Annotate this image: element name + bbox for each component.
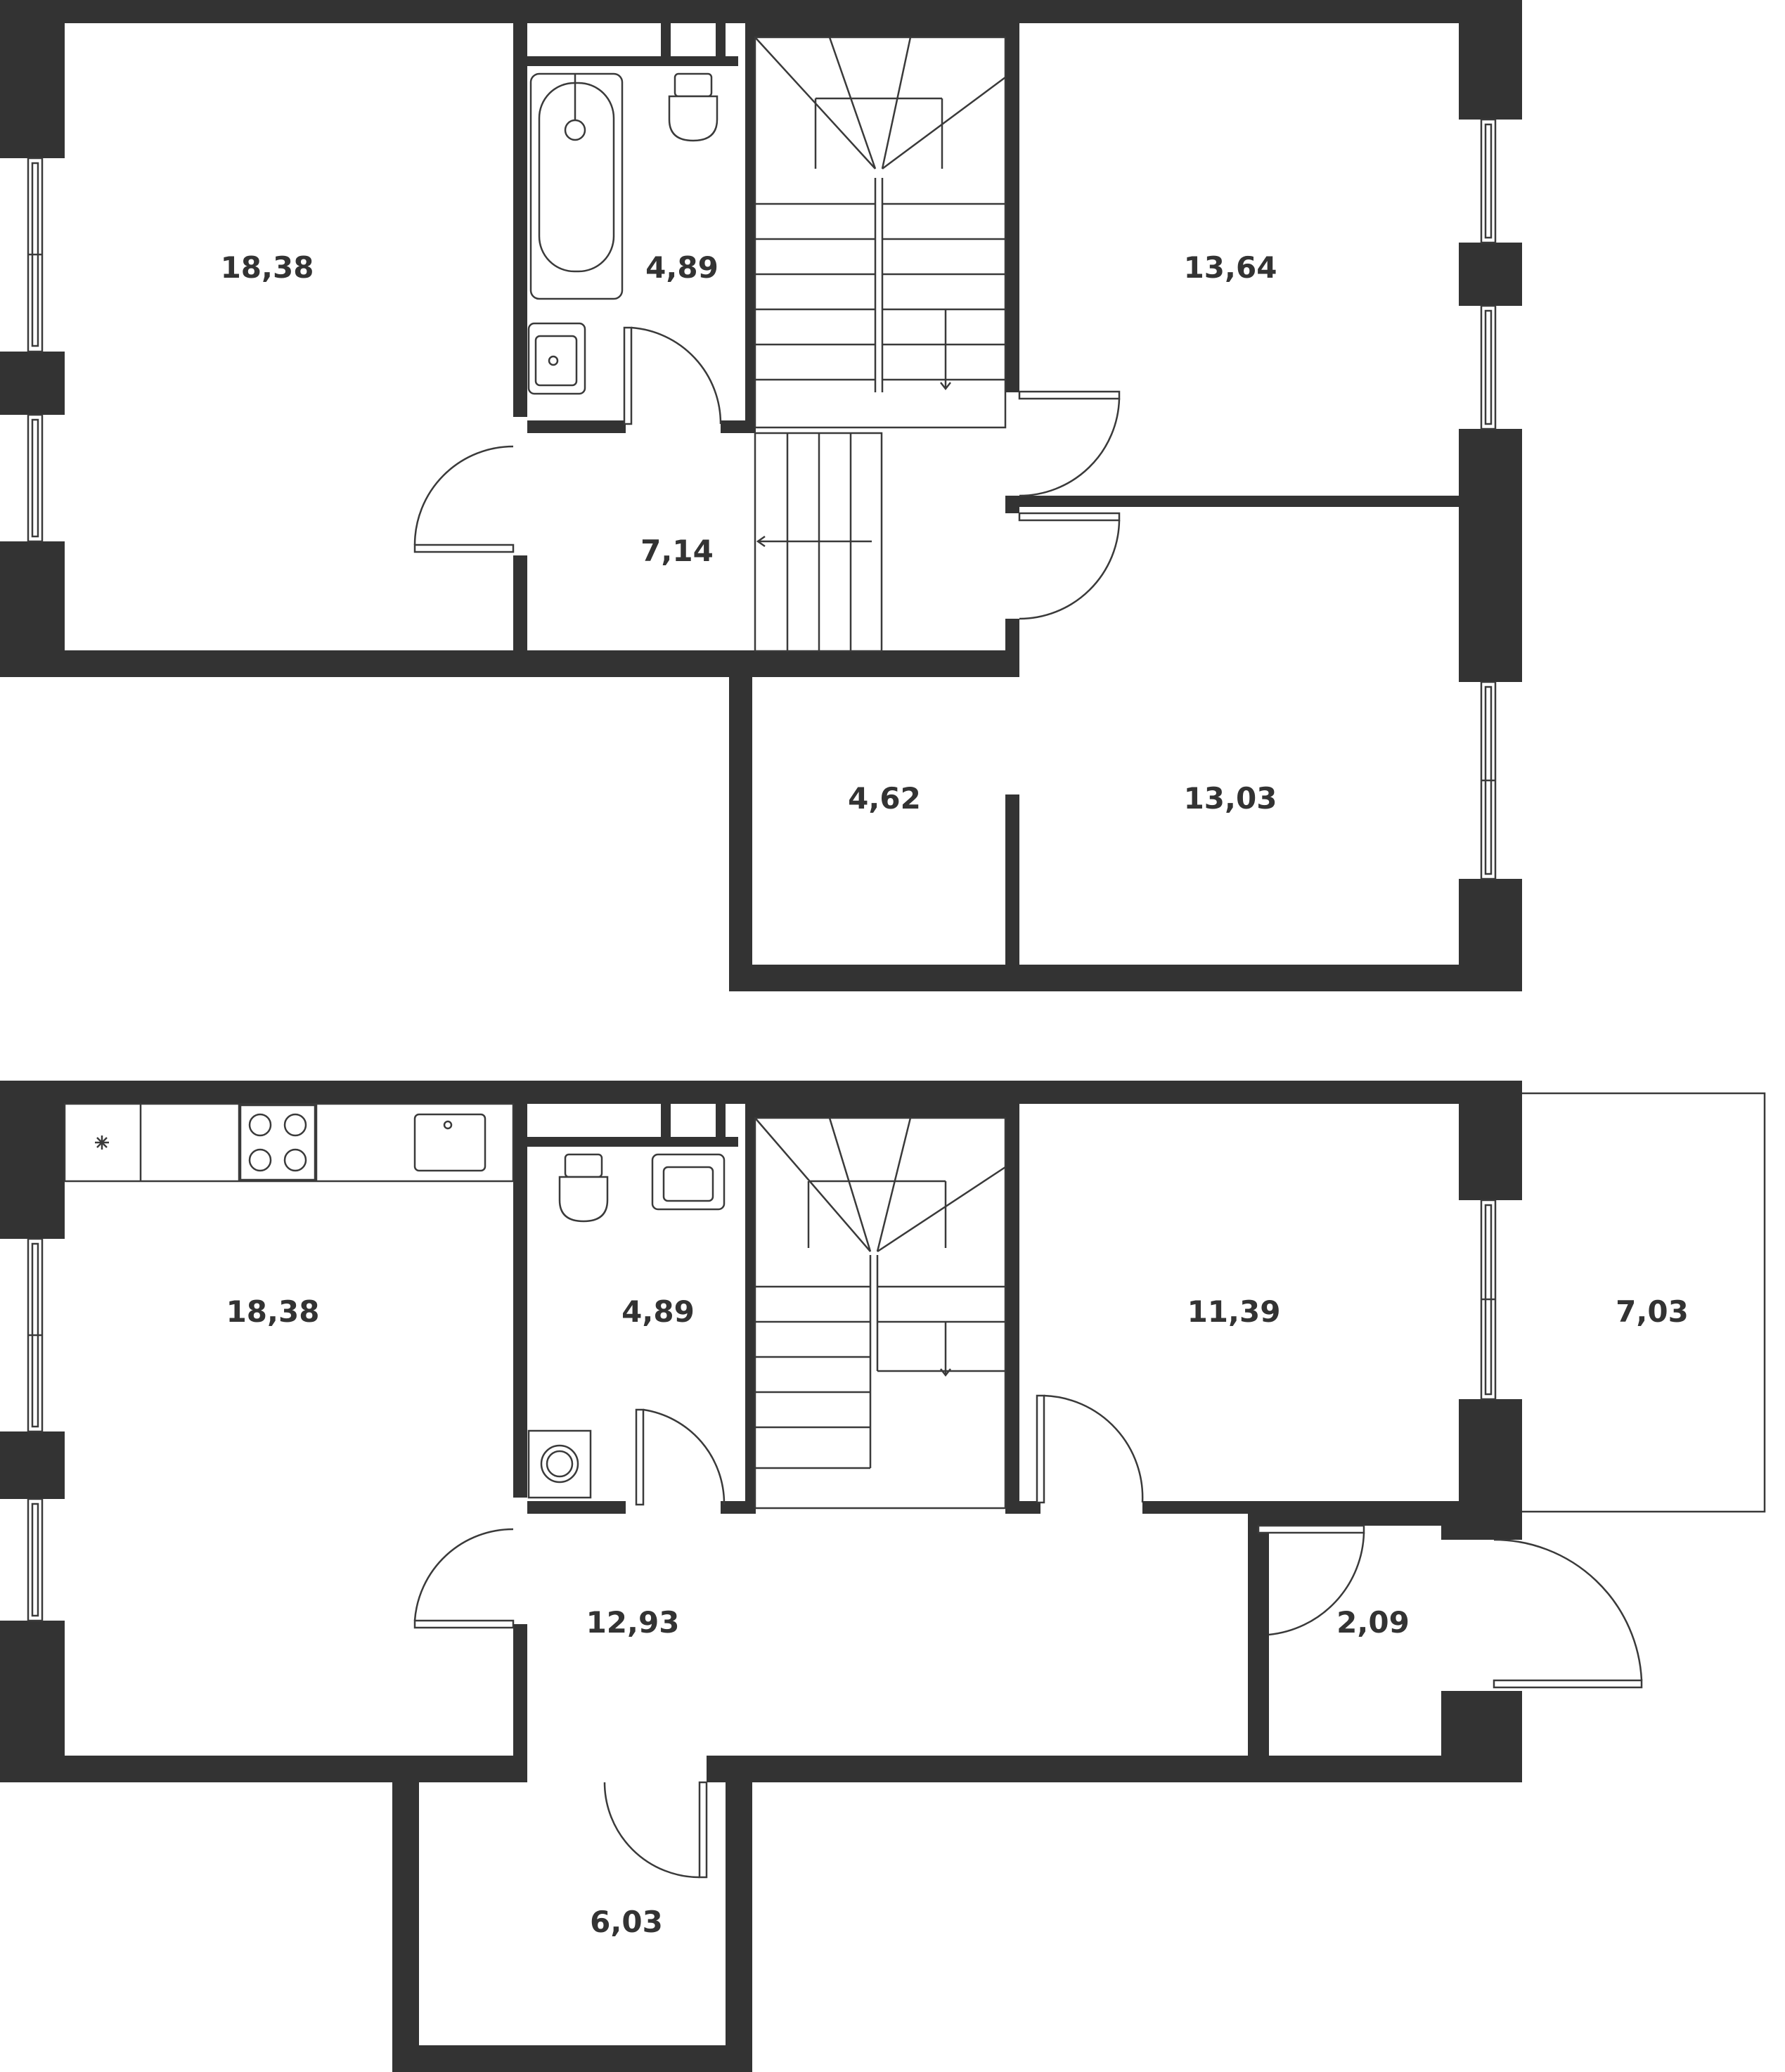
bathtub-icon: [529, 72, 624, 300]
sink-icon: [651, 1153, 726, 1211]
room-area-label: 13,03: [1184, 781, 1277, 816]
room-area-label: 11,39: [1187, 1294, 1281, 1329]
window-icon: [27, 1498, 44, 1622]
terrace-outline: [1522, 1092, 1766, 1513]
window-icon: [27, 413, 44, 543]
room-area-label: 7,03: [1616, 1294, 1689, 1329]
toilet-icon: [668, 72, 718, 142]
kitchen-counter: [63, 1102, 515, 1183]
toilet-icon: [558, 1153, 609, 1223]
stair-icon: [754, 1117, 1007, 1510]
room-area-label: 2,09: [1336, 1605, 1410, 1640]
door-swing-icon: [1018, 512, 1121, 620]
room-area-label: 13,64: [1184, 250, 1277, 285]
upper-walls: [0, 0, 1522, 991]
sink-icon: [413, 1113, 486, 1172]
door-swing-icon: [1018, 390, 1121, 497]
room-area-label: 18,38: [221, 250, 314, 285]
window-icon: [27, 1237, 44, 1433]
window-icon: [27, 157, 44, 353]
door-swing-icon: [1257, 1524, 1365, 1636]
window-icon: [1480, 681, 1497, 880]
stair-icon: [754, 36, 1007, 652]
sink-icon: [527, 322, 586, 395]
lower-floor: 18,38 4,89 11,39 7,03 12,93 2,09 6,03: [0, 1081, 1766, 2072]
window-icon: [1480, 304, 1497, 430]
room-area-label: 7,14: [640, 534, 714, 568]
door-swing-icon: [1493, 1538, 1643, 1689]
room-area-label: 4,62: [848, 781, 921, 816]
room-area-label: 4,89: [621, 1294, 695, 1329]
washing-machine-icon: [527, 1429, 592, 1499]
door-swing-icon: [1036, 1394, 1144, 1504]
upper-windows: [27, 118, 1497, 880]
upper-floor: 18,38 4,89 13,64 7,14 4,62 13,03: [0, 0, 1522, 991]
stove-icon: [239, 1104, 316, 1181]
room-area-label: 6,03: [590, 1905, 663, 1939]
door-swing-icon: [603, 1781, 708, 1879]
door-swing-icon: [635, 1408, 726, 1506]
lower-windows: [27, 1199, 1497, 1622]
room-area-label: 12,93: [586, 1605, 680, 1640]
door-swing-icon: [413, 1528, 515, 1629]
ventilation-icon: [95, 1135, 109, 1150]
window-icon: [1480, 1199, 1497, 1401]
window-icon: [1480, 118, 1497, 244]
room-area-label: 4,89: [645, 250, 718, 285]
door-swing-icon: [413, 445, 515, 553]
room-area-label: 18,38: [226, 1294, 320, 1329]
lower-walls: [0, 1081, 1522, 2072]
door-swing-icon: [623, 326, 722, 425]
